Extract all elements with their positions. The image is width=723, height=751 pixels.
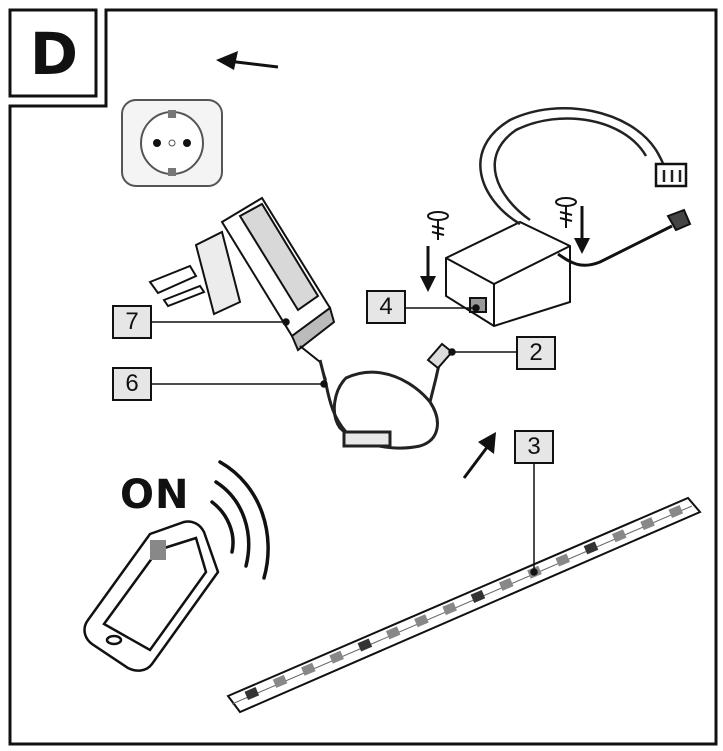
led-chip [329,650,344,664]
led-chip [668,505,684,519]
step-letter: D [29,20,79,88]
led-chip [555,553,571,567]
led-chip [583,541,599,555]
step-letter-box [8,8,98,98]
wall-socket-icon [121,99,223,187]
wireless-signal-icon [210,460,270,580]
callout-leaders [152,304,538,576]
led-chip [385,626,401,640]
led-chip [640,517,655,531]
led-chip [357,638,373,652]
controller-box-icon [445,208,692,328]
screw-icon [555,197,577,228]
led-strip-icon [226,496,702,714]
callout-6: 6 [112,367,152,401]
led-strip-chips [244,505,684,701]
led-chip [301,662,316,676]
led-chip [272,674,288,688]
callout-2: 2 [516,336,556,370]
coiled-cable-icon [479,107,688,226]
callout-3: 3 [514,430,554,464]
led-chip [611,529,627,543]
power-adapter-icon [148,196,336,381]
adapter-cable-icon [318,359,442,450]
callout-7: 7 [112,305,152,339]
on-status-label: ON [120,472,190,518]
callout-4: 4 [366,290,406,324]
arrow-icon [216,51,279,70]
led-chip [244,687,260,701]
arrow-icon [574,206,590,254]
screw-icon [427,211,449,240]
led-chip [470,589,486,603]
diagram-border [8,8,718,746]
led-chip [414,614,429,628]
smartphone-icon [83,520,220,672]
led-chip [498,577,514,591]
led-chip [442,602,457,616]
dc-plug-icon [426,342,454,370]
arrow-icon [420,246,436,292]
arrow-icon [462,432,496,479]
